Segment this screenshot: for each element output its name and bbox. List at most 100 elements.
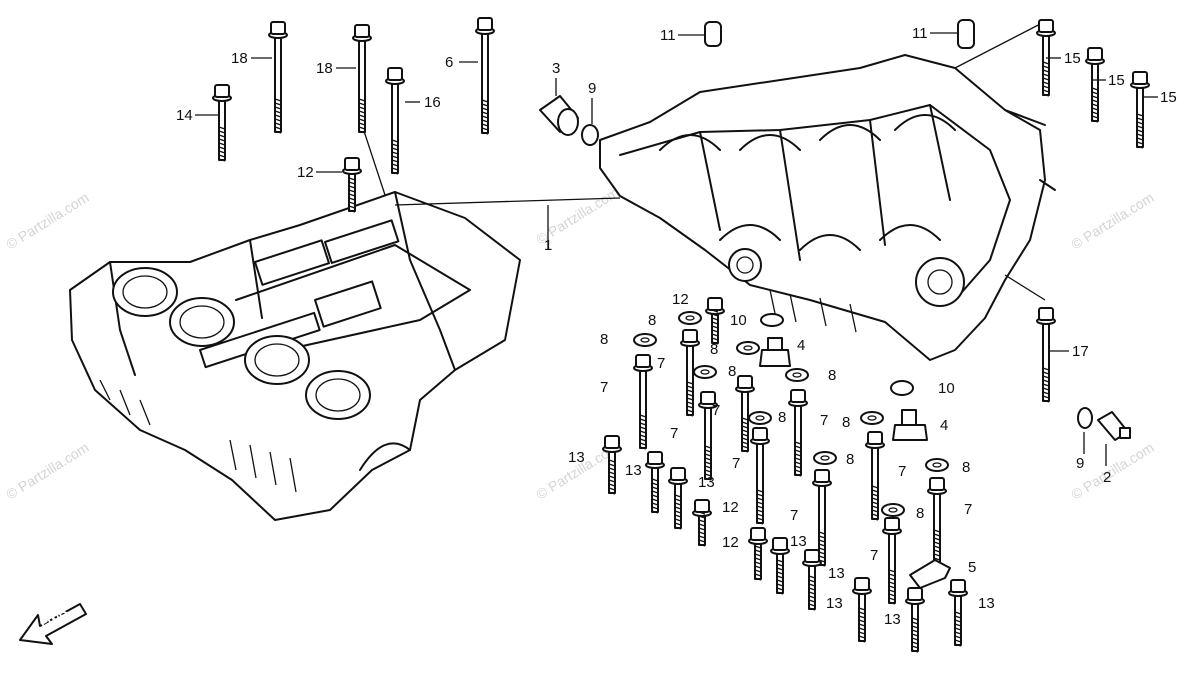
callout-11b: 11 — [912, 25, 928, 42]
callout-12d: 12 — [722, 534, 739, 551]
callout-8b: 8 — [600, 331, 608, 348]
dowel-pin-11-right — [957, 19, 975, 49]
callout-13c: 13 — [698, 474, 715, 491]
callout-12c: 12 — [722, 499, 739, 516]
washer-8d — [693, 365, 717, 379]
callout-15c: 15 — [1160, 89, 1177, 106]
callout-8i: 8 — [962, 459, 970, 476]
part-2-plug — [1097, 411, 1131, 441]
bolt-7i — [927, 477, 947, 565]
bolt-7g — [865, 431, 885, 521]
o-ring-9-right — [1077, 407, 1093, 429]
callout-7i: 7 — [964, 501, 972, 518]
bolt-13f — [852, 577, 872, 643]
callout-8c: 8 — [710, 341, 718, 358]
callout-13e: 13 — [828, 565, 845, 582]
callout-9a: 9 — [588, 80, 596, 97]
callout-13f: 13 — [826, 595, 843, 612]
bolt-15c — [1130, 71, 1150, 149]
bolt-7j — [882, 517, 902, 605]
fwd-arrow: FWD — [19, 603, 87, 645]
washer-8b — [633, 333, 657, 347]
bolt-13b — [645, 451, 665, 514]
callout-8a: 8 — [648, 312, 656, 329]
bolt-12d — [748, 527, 768, 581]
callout-8j: 8 — [916, 505, 924, 522]
washer-10-mid — [890, 380, 914, 396]
bolt-13a — [602, 435, 622, 495]
callout-15a: 15 — [1064, 50, 1081, 67]
callout-15b: 15 — [1108, 72, 1125, 89]
callout-6: 6 — [445, 54, 453, 71]
bolt-13e — [802, 549, 822, 611]
bolt-13h — [948, 579, 968, 647]
callout-7g: 7 — [898, 463, 906, 480]
callout-7c: 7 — [712, 402, 720, 419]
callout-12a: 12 — [297, 164, 314, 181]
callout-7f: 7 — [732, 455, 740, 472]
bolt-7a — [633, 354, 653, 450]
bolt-15a — [1036, 19, 1056, 97]
washer-8c — [736, 341, 760, 355]
part-4-fitting-bottom — [892, 409, 928, 441]
callout-17: 17 — [1072, 343, 1089, 360]
bolt-17 — [1036, 307, 1056, 403]
bolt-12c — [692, 499, 712, 547]
washer-8h — [813, 451, 837, 465]
bolt-7c — [735, 375, 755, 453]
callout-18b: 18 — [316, 60, 333, 77]
watermark-right: © Partzilla.com — [1068, 189, 1156, 253]
callout-8d: 8 — [728, 363, 736, 380]
bolt-7d — [698, 391, 718, 481]
bolt-7b — [680, 329, 700, 417]
watermark-bottom-left: © Partzilla.com — [3, 439, 91, 503]
washer-8i — [925, 458, 949, 472]
washer-8a — [678, 311, 702, 325]
callout-12b: 12 — [672, 291, 689, 308]
callout-8h: 8 — [846, 451, 854, 468]
callout-2: 2 — [1103, 469, 1111, 486]
washer-8j — [881, 503, 905, 517]
callout-4b: 4 — [940, 417, 948, 434]
bolt-6 — [475, 17, 495, 135]
part-3-sleeve — [539, 95, 579, 136]
callout-16: 16 — [424, 94, 441, 111]
callout-13b: 13 — [625, 462, 642, 479]
callout-11a: 11 — [660, 27, 676, 44]
callout-5: 5 — [968, 559, 976, 576]
callout-13h: 13 — [978, 595, 995, 612]
callout-13a: 13 — [568, 449, 585, 466]
bolt-14 — [212, 84, 232, 162]
dowel-pin-11-left — [704, 21, 722, 47]
bolt-18b — [352, 24, 372, 134]
callout-14: 14 — [176, 107, 193, 124]
bolt-7h — [812, 469, 832, 567]
watermark-left: © Partzilla.com — [3, 189, 91, 253]
callout-labels: 1 2 3 4 4 5 6 7 7 7 7 7 7 7 7 7 7 8 8 8 … — [176, 25, 1177, 628]
bolt-7f — [750, 427, 770, 525]
bolt-13g — [905, 587, 925, 653]
bolt-18a — [268, 21, 288, 134]
upper-crankcase — [69, 191, 521, 521]
callout-8e: 8 — [828, 367, 836, 384]
lower-crankcase — [599, 54, 1056, 361]
o-ring-9-top — [581, 124, 599, 146]
callout-4a: 4 — [797, 337, 805, 354]
washer-8f — [748, 411, 772, 425]
part-4-fitting-top — [759, 337, 791, 367]
callout-7h: 7 — [790, 507, 798, 524]
callout-18a: 18 — [231, 50, 248, 67]
bolt-12-top — [342, 157, 362, 213]
bolt-13c — [668, 467, 688, 530]
callout-7e: 7 — [820, 412, 828, 429]
bolt-16 — [385, 67, 405, 175]
bolt-13d — [770, 537, 790, 595]
label-ticks — [195, 32, 1158, 466]
callout-8g: 8 — [842, 414, 850, 431]
bolt-7e — [788, 389, 808, 477]
bolt-12b — [705, 297, 725, 345]
washer-8e — [785, 368, 809, 382]
washer-8g — [860, 411, 884, 425]
